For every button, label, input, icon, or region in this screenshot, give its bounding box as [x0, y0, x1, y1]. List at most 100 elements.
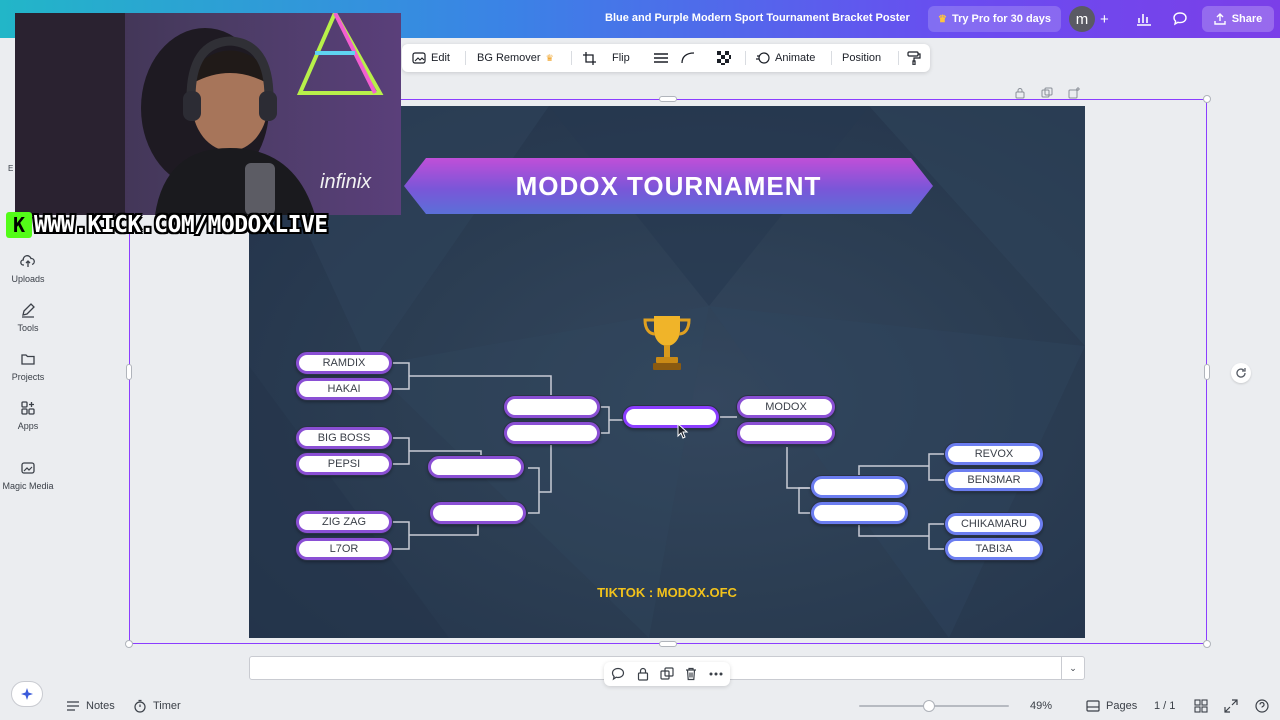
- poster-title[interactable]: MODOX TOURNAMENT: [515, 170, 822, 201]
- sidebar-item-projects[interactable]: Projects: [0, 351, 56, 382]
- bracket-slot[interactable]: BIG BOSS: [296, 427, 392, 449]
- zoom-slider[interactable]: [859, 700, 1009, 712]
- sidebar-item-uploads[interactable]: Uploads: [0, 253, 56, 284]
- bracket-slot[interactable]: L7OR: [296, 538, 392, 560]
- copy-style-button[interactable]: [907, 44, 921, 72]
- edit-button[interactable]: Edit: [412, 44, 450, 72]
- pen-icon: [22, 303, 35, 318]
- insights-icon[interactable]: [1135, 10, 1153, 28]
- resize-handle-top-right[interactable]: [1203, 95, 1211, 103]
- bracket-slot-final[interactable]: [623, 406, 719, 428]
- timer-button[interactable]: Timer: [133, 698, 181, 714]
- add-page-icon[interactable]: [1067, 86, 1081, 100]
- bracket-slot[interactable]: [737, 422, 835, 444]
- bracket-slot[interactable]: MODOX: [737, 396, 835, 418]
- resize-handle-bottom[interactable]: [659, 641, 677, 647]
- corner-rounding-button[interactable]: [681, 44, 695, 72]
- trophy-icon: [643, 316, 691, 370]
- edit-image-icon: [412, 52, 426, 64]
- poster-canvas[interactable]: MODOX TOURNAMENT: [249, 106, 1085, 638]
- share-button[interactable]: Share: [1202, 6, 1274, 32]
- flip-button[interactable]: Flip: [612, 44, 630, 72]
- magic-media-icon: [21, 462, 35, 474]
- page-counter: 1 / 1: [1154, 698, 1175, 714]
- toolbar-divider: [745, 51, 746, 65]
- lock-icon[interactable]: [1013, 86, 1027, 100]
- sidebar-item-tools[interactable]: Tools: [0, 302, 56, 333]
- bracket-slot[interactable]: [504, 396, 600, 418]
- add-collaborator-icon[interactable]: +: [1100, 11, 1109, 28]
- animate-button[interactable]: Animate: [756, 44, 815, 72]
- paint-roller-icon: [907, 51, 921, 65]
- document-title[interactable]: Blue and Purple Modern Sport Tournament …: [605, 12, 910, 24]
- toolbar-label: Flip: [612, 52, 630, 64]
- bracket-slot[interactable]: ZIG ZAG: [296, 511, 392, 533]
- notes-label: Notes: [86, 700, 115, 712]
- bracket-slot[interactable]: [504, 422, 600, 444]
- share-label: Share: [1231, 13, 1263, 25]
- sidebar-item-label: Tools: [17, 323, 39, 333]
- border-style-button[interactable]: [654, 44, 668, 72]
- trash-icon[interactable]: [683, 666, 699, 682]
- bracket-slot[interactable]: BEN3MAR: [945, 469, 1043, 491]
- bracket-slot[interactable]: TABI3A: [945, 538, 1043, 560]
- sidebar-item-label: Apps: [17, 421, 39, 431]
- comment-add-icon[interactable]: [610, 666, 626, 682]
- apps-grid-icon: [21, 401, 35, 415]
- cloud-upload-icon: [20, 255, 35, 267]
- streamer-camera-feed: infinix: [15, 13, 401, 215]
- grid-view-icon[interactable]: [1194, 698, 1208, 714]
- rotate-handle[interactable]: [1231, 363, 1251, 383]
- bracket-slot[interactable]: [430, 502, 526, 524]
- duplicate-icon[interactable]: [659, 666, 675, 682]
- resize-handle-bottom-left[interactable]: [125, 640, 133, 648]
- notes-icon: [67, 701, 79, 711]
- comment-icon[interactable]: [1171, 10, 1189, 28]
- magic-assistant-button[interactable]: [11, 681, 43, 707]
- resize-handle-top[interactable]: [659, 96, 677, 102]
- resize-handle-right[interactable]: [1204, 364, 1210, 380]
- bracket-slot[interactable]: [811, 502, 908, 524]
- zoom-slider-handle[interactable]: [923, 700, 935, 712]
- pages-button[interactable]: Pages: [1086, 698, 1137, 714]
- bracket-lines: [391, 362, 946, 550]
- bracket-slot[interactable]: RAMDIX: [296, 352, 392, 374]
- sidebar-item-label: Uploads: [11, 274, 45, 284]
- crown-icon: ♛: [938, 13, 947, 25]
- crop-icon: [583, 51, 596, 65]
- more-options-icon[interactable]: [708, 666, 724, 682]
- try-pro-label: Try Pro for 30 days: [951, 13, 1052, 25]
- duplicate-page-icon[interactable]: [1040, 86, 1054, 100]
- transparency-button[interactable]: [717, 44, 731, 72]
- resize-handle-bottom-right[interactable]: [1203, 640, 1211, 648]
- sparkle-icon: [21, 688, 33, 700]
- bracket-slot[interactable]: [811, 476, 908, 498]
- lock-icon[interactable]: [635, 666, 651, 682]
- help-icon[interactable]: [1254, 698, 1270, 714]
- timer-label: Timer: [153, 700, 181, 712]
- bracket-slot[interactable]: REVOX: [945, 443, 1043, 465]
- chevron-down-icon[interactable]: ⌄: [1061, 657, 1084, 679]
- crown-icon: ♛: [545, 52, 554, 63]
- toolbar-label: Animate: [775, 52, 816, 64]
- avatar[interactable]: m: [1069, 6, 1095, 32]
- bracket-slot[interactable]: PEPSI: [296, 453, 392, 475]
- bracket-slot[interactable]: HAKAI: [296, 378, 392, 400]
- crop-button[interactable]: [583, 44, 596, 72]
- corner-rounding-icon: [681, 52, 695, 64]
- resize-handle-left[interactable]: [126, 364, 132, 380]
- pages-icon: [1086, 700, 1100, 712]
- page-mini-toolbar: [604, 662, 730, 686]
- bracket-slot[interactable]: [428, 456, 524, 478]
- fullscreen-icon[interactable]: [1224, 698, 1238, 714]
- sidebar-item-magic-media[interactable]: Magic Media: [0, 460, 56, 491]
- notes-button[interactable]: Notes: [66, 698, 115, 714]
- try-pro-button[interactable]: ♛ Try Pro for 30 days: [928, 6, 1062, 32]
- zoom-level[interactable]: 49%: [1030, 700, 1053, 712]
- bg-remover-button[interactable]: BG Remover ♛: [477, 44, 554, 72]
- sidebar-item-apps[interactable]: Apps: [0, 400, 56, 431]
- position-button[interactable]: Position: [842, 44, 881, 72]
- tiktok-handle[interactable]: TIKTOK : MODOX.OFC: [597, 585, 737, 600]
- bracket-slot[interactable]: CHIKAMARU: [945, 513, 1043, 535]
- webcam-overlay: infinix: [15, 13, 401, 215]
